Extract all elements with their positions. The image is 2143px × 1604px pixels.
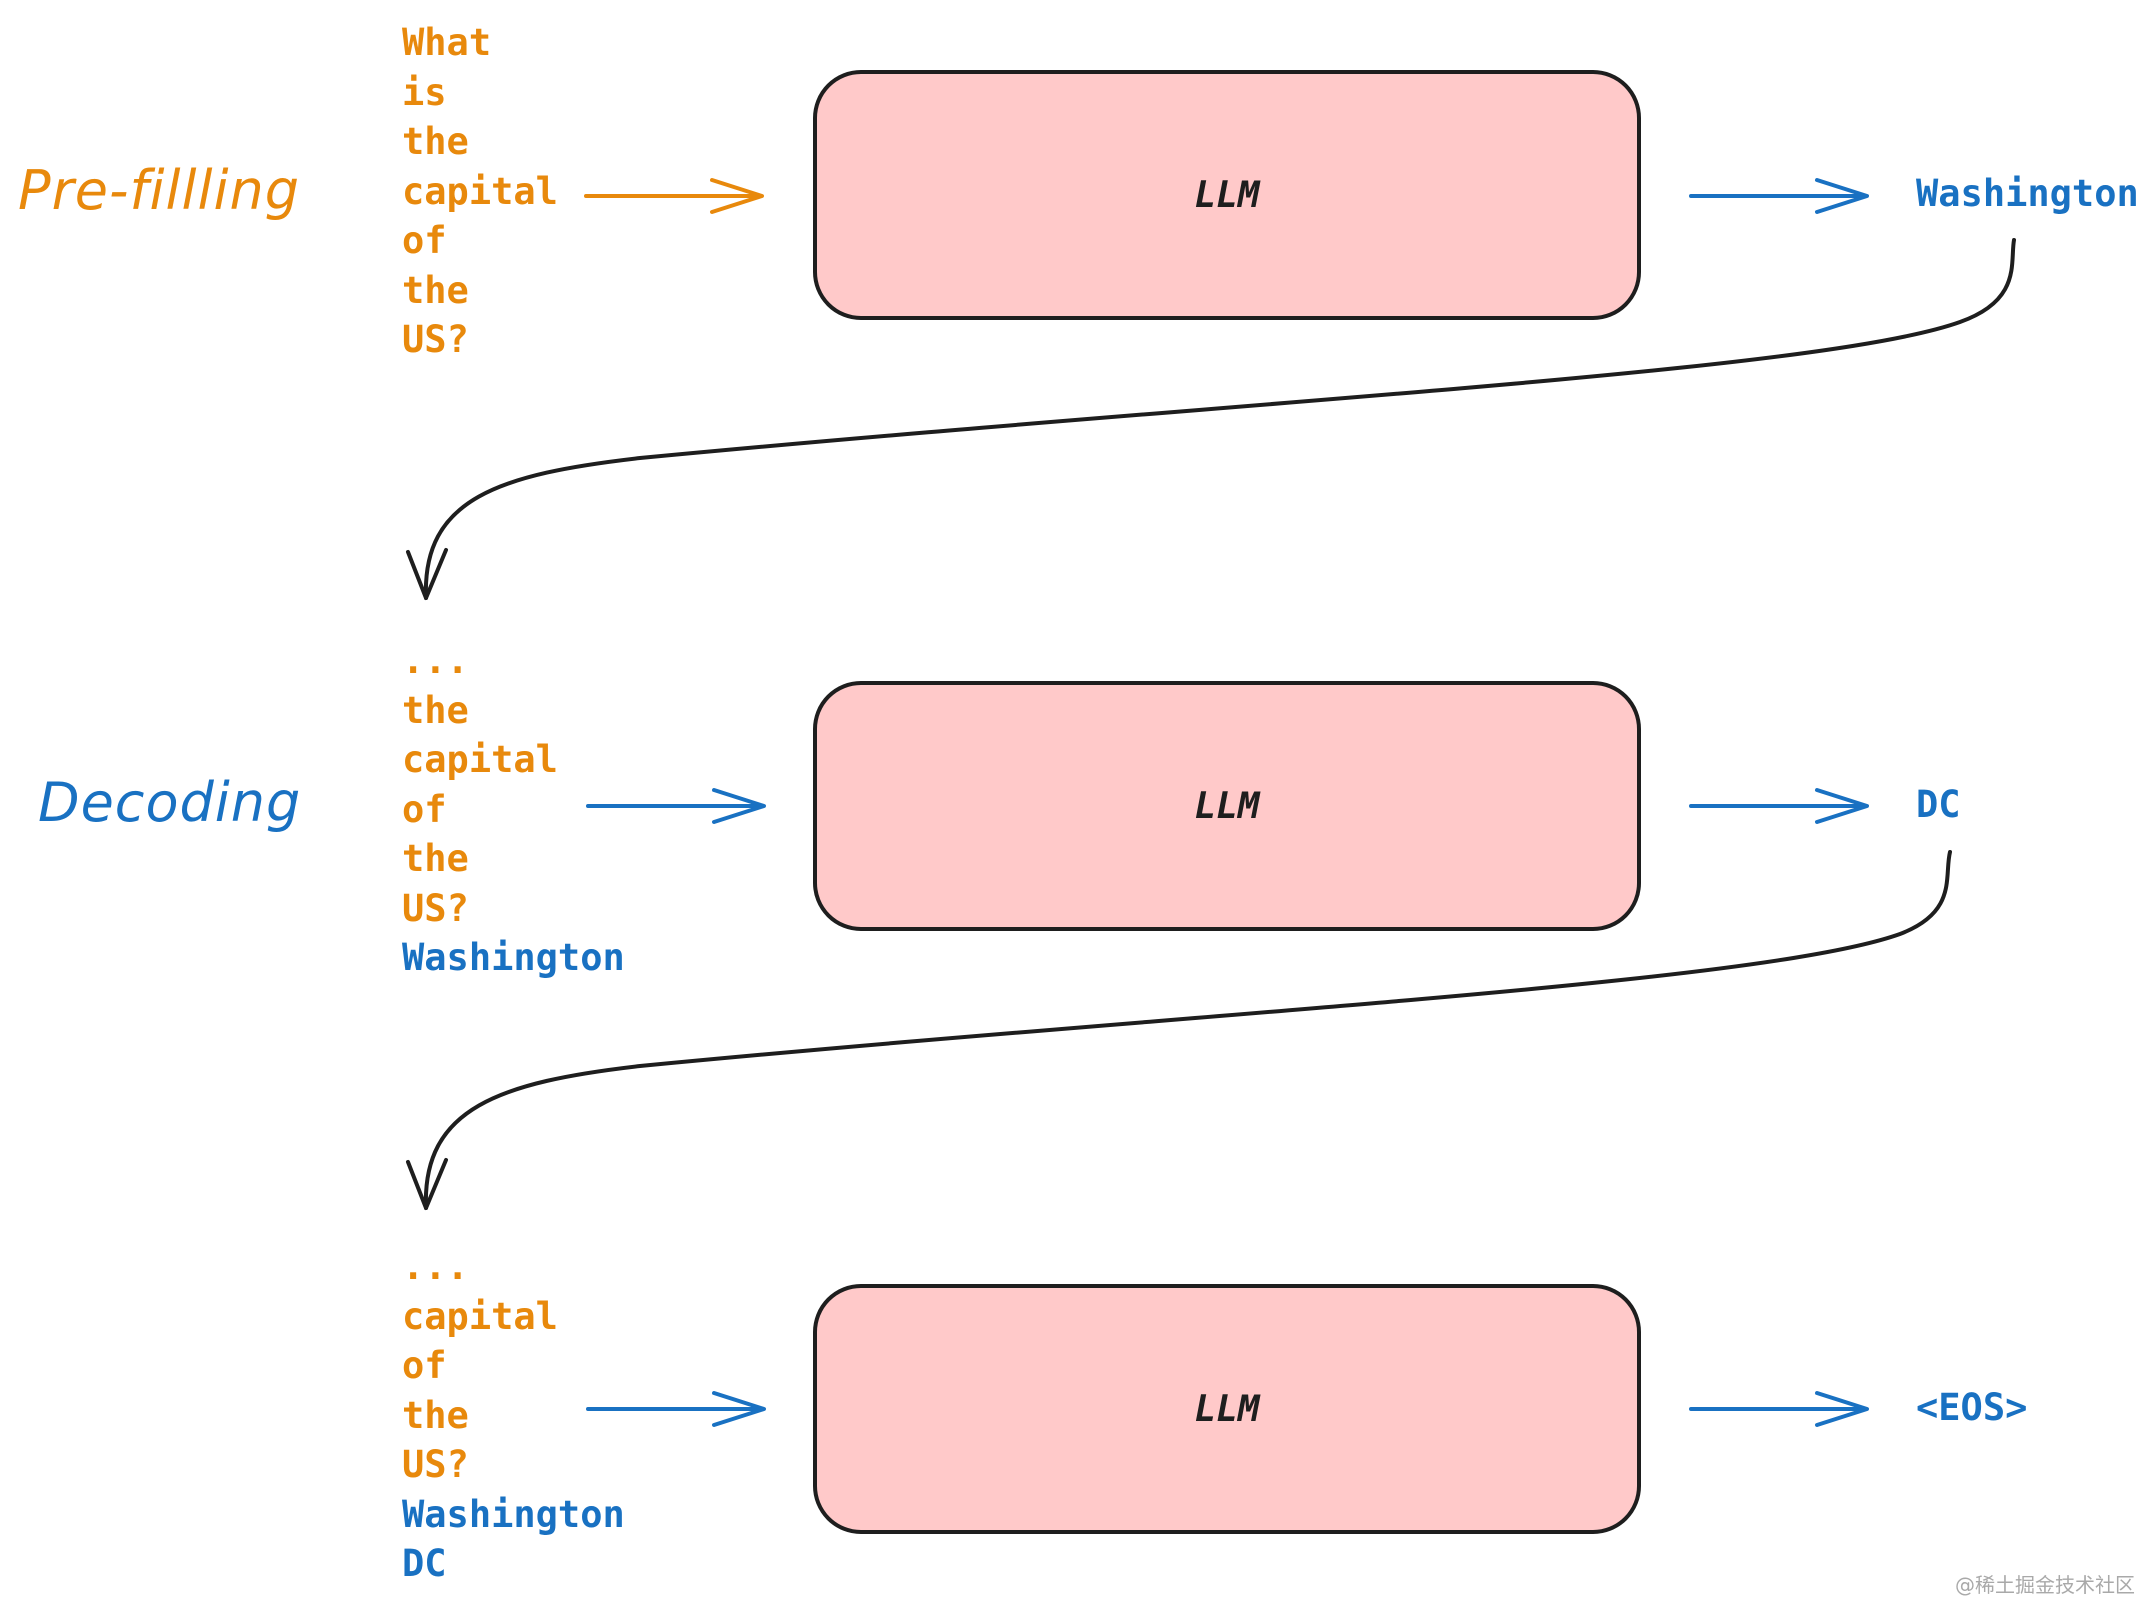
feedback-arrow-2 bbox=[406, 850, 1952, 1210]
llm-box-1: LLM bbox=[813, 70, 1641, 320]
llm-label: LLM bbox=[1194, 1388, 1260, 1430]
llm-label: LLM bbox=[1194, 174, 1260, 216]
input-arrow-1 bbox=[584, 178, 764, 214]
input-token-stack-3: ... capital of the US? Washington DC bbox=[402, 1242, 625, 1589]
input-token: capital bbox=[402, 1294, 558, 1338]
input-token: is bbox=[402, 70, 447, 114]
llm-label: LLM bbox=[1194, 785, 1260, 827]
input-token: ... bbox=[402, 639, 469, 682]
input-token: the bbox=[402, 837, 469, 880]
input-token: the bbox=[402, 688, 469, 732]
phase-label-prefill: Pre-fillling bbox=[18, 159, 300, 222]
llm-box-3: LLM bbox=[813, 1284, 1641, 1534]
watermark: @稀土掘金技术社区 bbox=[1955, 1573, 2135, 1597]
output-arrow-3 bbox=[1689, 1391, 1869, 1427]
input-token: capital bbox=[402, 169, 558, 213]
phase-label-decoding: Decoding bbox=[38, 771, 302, 834]
input-token: Washington bbox=[402, 936, 625, 979]
input-token: the bbox=[402, 1393, 469, 1437]
output-token-3: <EOS> bbox=[1916, 1386, 2028, 1429]
input-token: US? bbox=[402, 318, 469, 361]
input-token: Washington bbox=[402, 1492, 625, 1536]
input-token: of bbox=[402, 787, 447, 831]
input-token: What bbox=[402, 21, 492, 64]
output-token-1: Washington bbox=[1916, 172, 2139, 215]
input-token: US? bbox=[402, 1443, 469, 1486]
input-token: ... bbox=[402, 1245, 469, 1288]
output-arrow-2 bbox=[1689, 788, 1869, 824]
input-token: of bbox=[402, 219, 447, 262]
input-token: the bbox=[402, 268, 469, 312]
input-token-stack-1: What is the capital of the US? bbox=[402, 18, 558, 365]
input-token: capital bbox=[402, 738, 558, 781]
output-token-2: DC bbox=[1916, 783, 1961, 826]
feedback-arrow-1 bbox=[406, 238, 2016, 600]
input-arrow-2 bbox=[586, 788, 766, 824]
output-arrow-1 bbox=[1689, 178, 1869, 214]
input-token: DC bbox=[402, 1542, 447, 1585]
input-token: US? bbox=[402, 886, 469, 930]
input-token: of bbox=[402, 1344, 447, 1387]
llm-box-2: LLM bbox=[813, 681, 1641, 931]
input-token: the bbox=[402, 120, 469, 163]
input-arrow-3 bbox=[586, 1391, 766, 1427]
input-token-stack-2: ... the capital of the US? Washington bbox=[402, 636, 625, 983]
